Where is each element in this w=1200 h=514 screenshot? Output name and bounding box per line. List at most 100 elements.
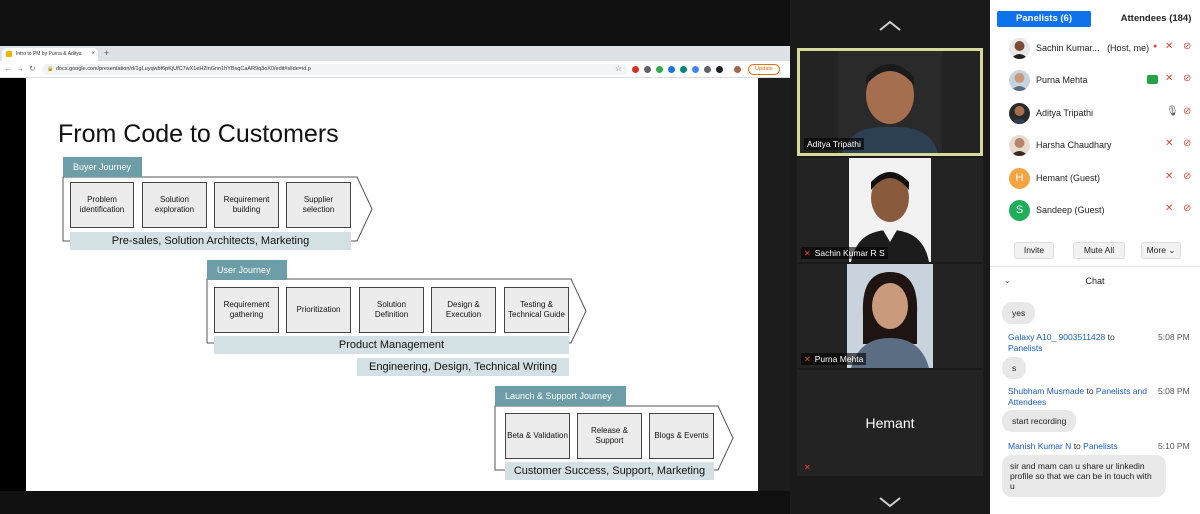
invite-button[interactable]: Invite xyxy=(1014,242,1054,259)
buyer-journey-label: Buyer Journey xyxy=(63,157,142,177)
panel-tabs: Panelists (6) Attendees (184) xyxy=(990,0,1200,36)
mic-muted-icon: ✕ xyxy=(804,463,811,472)
video-status: ✕ xyxy=(801,461,818,473)
shared-screen: Intro to PM by Purna & Aditya × + ← → ↻ … xyxy=(0,46,790,491)
extensions-puzzle-icon[interactable] xyxy=(716,66,723,73)
more-label: More xyxy=(1146,245,1166,255)
participants-panel: Panelists (6) Attendees (184) Sachin Kum… xyxy=(990,0,1200,514)
lock-icon: 🔒 xyxy=(47,66,54,72)
chat-sender: Galaxy A10_ 9003511428 to Panelists xyxy=(1008,332,1148,354)
panelist-name: Harsha Chaudhary xyxy=(1036,140,1112,150)
chat-message: start recording xyxy=(1002,410,1077,432)
panelist-row[interactable]: H Hemant (Guest) ✕ ⊘ xyxy=(990,162,1200,194)
chat-time: 5:10 PM xyxy=(1158,441,1190,451)
mute-all-button[interactable]: Mute All xyxy=(1073,242,1125,259)
browser-tab[interactable]: Intro to PM by Purna & Aditya × xyxy=(2,48,98,61)
video-tile-hemant[interactable]: Hemant ✕ xyxy=(797,370,983,476)
stage-box: Requirement gathering xyxy=(214,287,279,333)
extension-icon[interactable] xyxy=(692,66,699,73)
mic-icon[interactable]: 🎙 xyxy=(1166,106,1179,117)
camera-off-icon[interactable]: ⊘ xyxy=(1183,41,1192,52)
sender-name: Galaxy A10_ 9003511428 xyxy=(1008,332,1106,342)
video-name-label: Aditya Tripathi xyxy=(804,138,864,150)
video-tile-sachin[interactable]: ✕Sachin Kumar R S xyxy=(797,158,983,262)
launch-role-bar: Customer Success, Support, Marketing xyxy=(505,462,714,480)
stage-box: Prioritization xyxy=(286,287,351,333)
back-icon[interactable]: ← xyxy=(4,64,12,73)
browser-tab-title: Intro to PM by Purna & Aditya xyxy=(16,51,82,57)
launch-journey-label: Launch & Support Journey xyxy=(495,386,626,406)
video-tile-purna[interactable]: ✕Purna Mehta xyxy=(797,264,983,368)
panelist-name: Hemant (Guest) xyxy=(1036,173,1101,183)
video-tile-aditya[interactable]: Aditya Tripathi xyxy=(797,48,983,156)
panelist-row[interactable]: Sachin Kumar... (Host, me) ● ✕ ⊘ xyxy=(990,32,1200,64)
panelist-row[interactable]: Aditya Tripathi 🎙 ⊘ xyxy=(990,97,1200,129)
panel-divider xyxy=(990,266,1200,267)
extension-icon[interactable] xyxy=(668,66,675,73)
address-bar[interactable]: 🔒 docs.google.com/presentation/d/1gLuyqw… xyxy=(42,64,627,75)
mic-muted-icon[interactable]: ✕ xyxy=(1165,41,1174,52)
new-tab-button[interactable]: + xyxy=(104,48,110,58)
panelist-row[interactable]: Purna Mehta ✕ ⊘ xyxy=(990,64,1200,96)
camera-off-icon[interactable]: ⊘ xyxy=(1183,73,1192,84)
panelist-row[interactable]: Harsha Chaudhary ✕ ⊘ xyxy=(990,129,1200,161)
tab-attendees[interactable]: Attendees (184) xyxy=(1120,13,1192,24)
panelist-row[interactable]: S Sandeep (Guest) ✕ ⊘ xyxy=(990,194,1200,226)
browser-tab-bar: Intro to PM by Purna & Aditya × + xyxy=(0,46,790,61)
chat-time: 5:08 PM xyxy=(1158,386,1190,396)
extension-icon[interactable] xyxy=(656,66,663,73)
chat-title: Chat xyxy=(1085,276,1105,286)
scroll-down-chevron-icon[interactable] xyxy=(878,496,902,508)
engineering-role-bar: Engineering, Design, Technical Writing xyxy=(357,358,569,376)
camera-off-icon[interactable]: ⊘ xyxy=(1183,203,1192,214)
mic-muted-icon[interactable]: ✕ xyxy=(1165,203,1174,214)
panelist-role: (Host, me) xyxy=(1107,43,1150,53)
extension-icon[interactable] xyxy=(644,66,651,73)
stage-box: Supplier selection xyxy=(286,182,351,228)
chat-collapse-icon[interactable]: ⌄ xyxy=(1004,276,1011,285)
stage-box: Solution exploration xyxy=(142,182,207,228)
recording-icon: ● xyxy=(1153,43,1158,50)
scroll-up-chevron-icon[interactable] xyxy=(878,20,902,32)
stage-box: Testing & Technical Guide xyxy=(504,287,569,333)
stage-box: Design & Execution xyxy=(431,287,496,333)
sender-name: Shubham Musmade xyxy=(1008,386,1085,396)
reload-icon[interactable]: ↻ xyxy=(29,64,36,73)
extension-icon[interactable] xyxy=(680,66,687,73)
slides-favicon-icon xyxy=(6,51,12,57)
slide-canvas: Buyer Journey Problem identification Sol… xyxy=(26,78,758,489)
bookmark-star-icon[interactable]: ☆ xyxy=(615,64,623,73)
extension-icon[interactable] xyxy=(704,66,711,73)
chat-message: sir and mam can u share ur linkedin prof… xyxy=(1002,455,1166,497)
avatar: S xyxy=(1009,200,1030,221)
tab-panelists[interactable]: Panelists (6) xyxy=(997,11,1091,27)
participant-video xyxy=(847,264,933,368)
chat-sender: Shubham Musmade to Panelists and Attende… xyxy=(1008,386,1156,408)
extension-icon[interactable] xyxy=(632,66,639,73)
close-tab-icon[interactable]: × xyxy=(91,51,95,57)
scrollbar-area[interactable] xyxy=(758,78,790,491)
stage-box: Requirement building xyxy=(214,182,279,228)
profile-avatar[interactable] xyxy=(734,66,741,73)
stage-box: Problem identification xyxy=(70,182,134,228)
panelist-name: Sachin Kumar... (Host, me) xyxy=(1036,43,1149,53)
chat-time: 5:08 PM xyxy=(1158,332,1190,342)
user-journey-label: User Journey xyxy=(207,260,287,280)
panelist-name: Sandeep (Guest) xyxy=(1036,205,1105,215)
camera-off-icon[interactable]: ⊘ xyxy=(1183,171,1192,182)
more-button[interactable]: More ⌄ xyxy=(1141,242,1181,259)
mic-muted-icon[interactable]: ✕ xyxy=(1165,73,1174,84)
chat-message: s xyxy=(1002,357,1027,379)
camera-off-icon[interactable]: ⊘ xyxy=(1183,138,1192,149)
sender-to: to xyxy=(1086,386,1094,396)
update-button[interactable]: Update xyxy=(748,64,780,75)
camera-off-icon[interactable]: ⊘ xyxy=(1183,106,1192,117)
mic-muted-icon: ✕ xyxy=(804,355,811,364)
mic-muted-icon[interactable]: ✕ xyxy=(1165,171,1174,182)
panelist-name: Purna Mehta xyxy=(1036,75,1088,85)
avatar: H xyxy=(1009,168,1030,189)
mic-muted-icon[interactable]: ✕ xyxy=(1165,138,1174,149)
forward-icon[interactable]: → xyxy=(16,64,24,73)
sender-name: Manish Kumar N xyxy=(1008,441,1072,451)
